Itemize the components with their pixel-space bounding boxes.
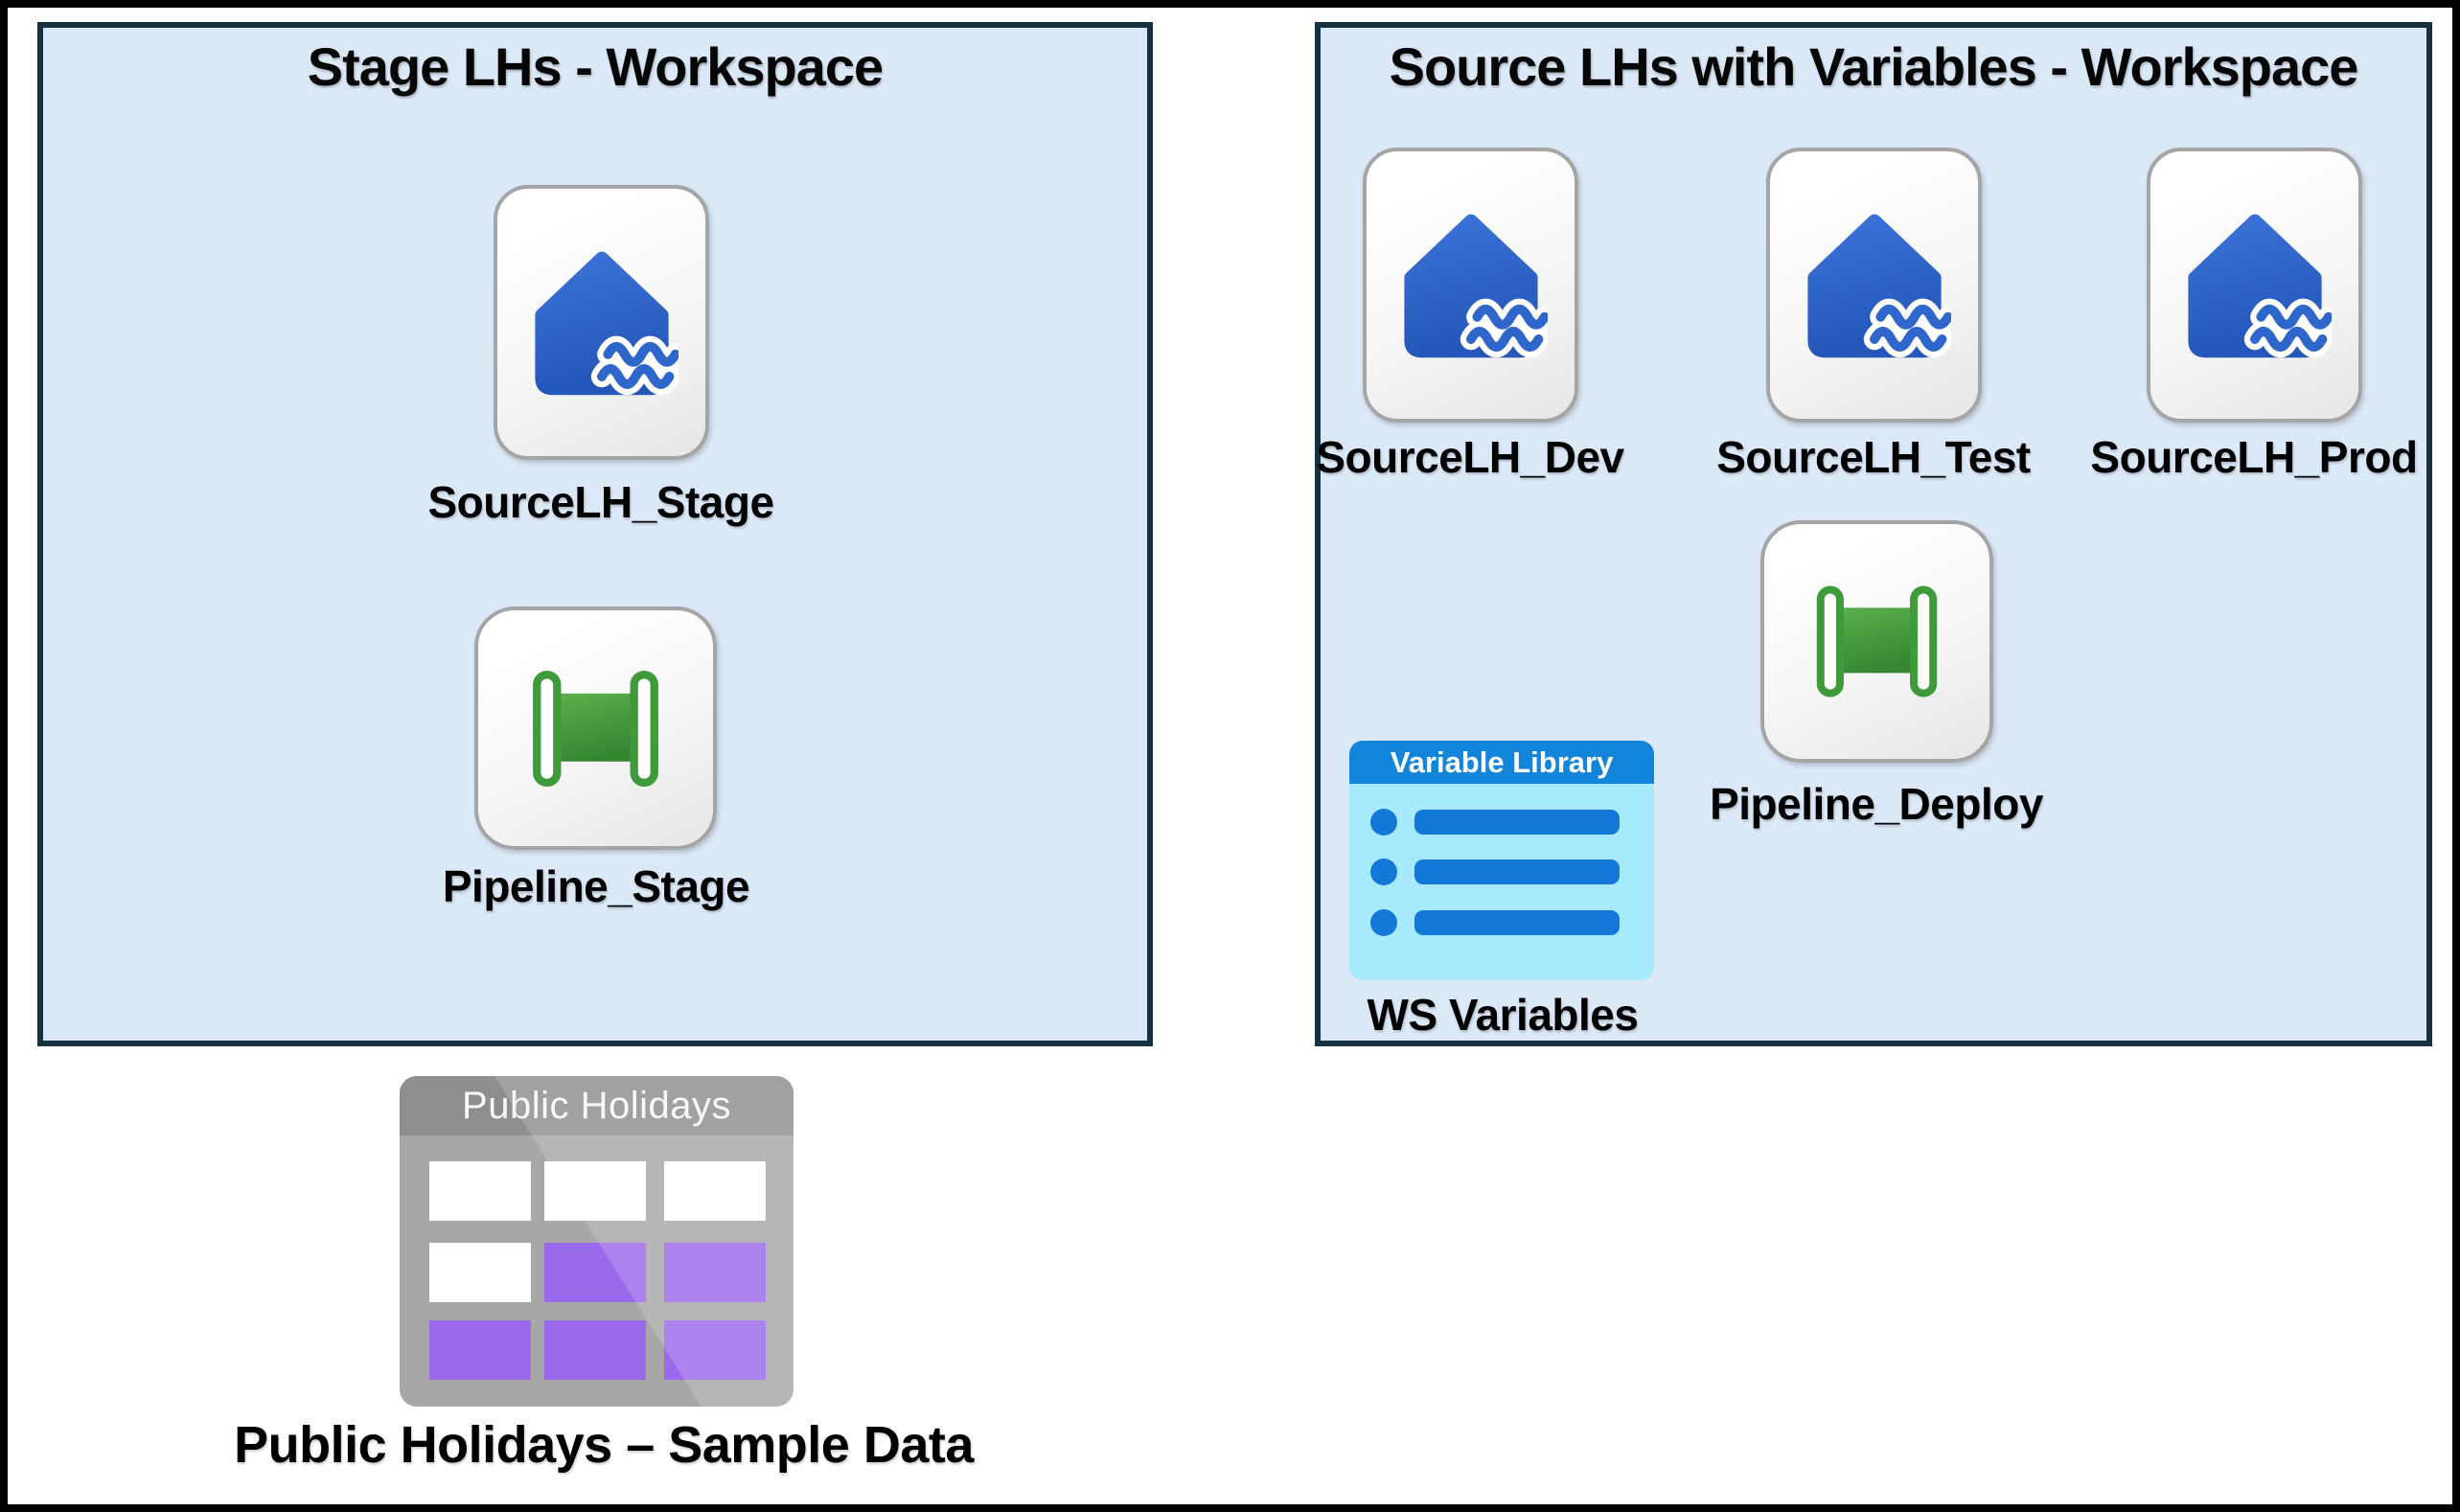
variable-bar xyxy=(1414,810,1620,835)
bullet-icon xyxy=(1370,909,1397,936)
lakehouse-card-test xyxy=(1766,148,1982,423)
lakehouse-card-prod xyxy=(2147,148,2362,423)
workspace-panel-source: Source LHs with Variables - Workspace So… xyxy=(1315,22,2432,1046)
lakehouse-card-dev xyxy=(1363,148,1578,423)
table-cell xyxy=(429,1161,531,1221)
lakehouse-icon xyxy=(534,251,678,395)
variable-library-title: Variable Library xyxy=(1349,741,1654,784)
table-cell xyxy=(664,1161,766,1221)
variable-bar xyxy=(1414,859,1620,884)
pipeline-card-deploy xyxy=(1760,520,1993,763)
variable-library-icon: Variable Library xyxy=(1349,741,1654,980)
table-cell xyxy=(544,1161,646,1221)
pipeline-icon xyxy=(1816,585,1938,698)
pipeline-icon xyxy=(533,670,658,787)
lakehouse-card-stage xyxy=(494,185,709,460)
item-label: Pipeline_Deploy xyxy=(1710,779,2043,829)
table-cell xyxy=(429,1243,531,1302)
sample-data-label: Public Holidays – Sample Data xyxy=(234,1416,974,1474)
panel-title-stage: Stage LHs - Workspace xyxy=(307,36,884,97)
table-icon-title: Public Holidays xyxy=(400,1076,793,1135)
variable-bar xyxy=(1414,910,1620,935)
bullet-icon xyxy=(1370,859,1397,885)
table-cell xyxy=(544,1243,646,1302)
item-label: SourceLH_Test xyxy=(1716,432,2031,482)
table-cell xyxy=(544,1320,646,1380)
table-cell xyxy=(429,1320,531,1380)
pipeline-card-stage xyxy=(474,607,717,850)
lakehouse-icon xyxy=(1403,214,1548,357)
bullet-icon xyxy=(1370,809,1397,836)
lakehouse-icon xyxy=(1806,214,1951,357)
variable-row xyxy=(1370,909,1620,936)
workspace-panel-stage: Stage LHs - Workspace SourceLH_Stage xyxy=(37,22,1153,1046)
lakehouse-icon xyxy=(2187,214,2332,357)
table-cell xyxy=(664,1320,766,1380)
variable-row xyxy=(1370,859,1620,885)
item-label: WS Variables xyxy=(1367,990,1639,1040)
public-holidays-table-icon: Public Holidays xyxy=(400,1076,793,1407)
table-cell xyxy=(664,1243,766,1302)
item-label: SourceLH_Prod xyxy=(2090,432,2418,482)
item-label: Pipeline_Stage xyxy=(442,861,750,911)
panel-title-source: Source LHs with Variables - Workspace xyxy=(1389,36,2359,97)
item-label: SourceLH_Dev xyxy=(1316,432,1624,482)
item-label: SourceLH_Stage xyxy=(427,477,774,527)
variable-row xyxy=(1370,809,1620,836)
